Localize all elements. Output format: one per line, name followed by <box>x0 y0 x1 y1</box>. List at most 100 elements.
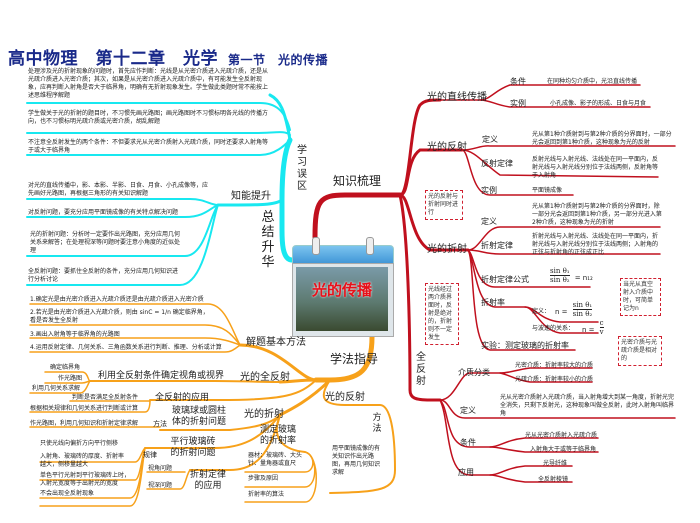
refl-example: 平面镜成像 <box>532 187 563 194</box>
center-topic[interactable]: 光的传播 <box>292 237 394 337</box>
mistake-item: 学生做关于光的折射的题目时，不习惯先画光路图；画光路图时不习惯标明各光线的传播方… <box>28 110 269 125</box>
refl-def-label: 定义 <box>482 135 498 144</box>
title-main: 高中物理 第十二章 光学 <box>8 49 218 69</box>
method-refraction-label: 光的折射 <box>244 409 284 420</box>
mistake-item: 处理涉及光的折射现象的问题时，首先应作判断：光线是从光密介质进入光疏介质，还是从… <box>28 68 269 99</box>
straight-cond: 在同种均匀介质中，光沿直线传播 <box>547 78 638 85</box>
note-simultaneous: 光的反射与折射同时进行 <box>425 190 463 220</box>
medium-item: 光疏介质：折射率较小的介质 <box>515 376 594 383</box>
formula-num: sin θ₁ <box>550 267 570 276</box>
total-def: 光从光密介质射入光疏介质，当入射角增大到某一角度，折射光完全消失，只剩下反射光，… <box>500 394 675 417</box>
basic-item: 4.运用反射定律、几何关系、三角函数关系进行判断、推理、分析或计算 <box>30 344 222 351</box>
mistakes-label: 学习误区 <box>297 145 307 192</box>
reflection-method-tag: 方法 <box>372 413 382 434</box>
total-def-label: 定义 <box>460 406 476 415</box>
refr-law: 折射光线与入射光线、法线处在同一平面内，折射光线与入射光线分别位于法线两侧；入射… <box>532 233 659 256</box>
total-app: 光导纤维 <box>543 460 568 467</box>
ref-item: 作光路图，利用几何知识和折射定律求解 <box>30 420 139 427</box>
refl-law-label: 反射定律 <box>481 159 513 168</box>
tr-item: 作光路图 <box>58 375 83 382</box>
refr-experiment: 实验：测定玻璃的折射率 <box>481 341 569 350</box>
ref-item: 只使光线向偏折方向平行侧移 <box>40 440 119 447</box>
basic-item: 3.画出入射角等于临界角的光路图 <box>30 331 120 338</box>
formula-rhs: = n₁₂ <box>574 274 593 282</box>
tr-sub-label: 全反射的应用 <box>155 393 210 403</box>
calendar-ring-icon <box>312 237 320 255</box>
ref-sub-label: 折射定律的应用 <box>189 470 226 491</box>
improve-item: 光的折射问题：分析时一定要作出光路图，充分应用几何关系来解答；在处理视深等问题时… <box>30 231 181 254</box>
note-reversible: 光线经过两介质界面时，反射是绝对的，折射则不一定发生 <box>425 283 459 345</box>
tr-item: 根据相关规律和几何关系进行判断或计算 <box>30 405 139 412</box>
basic-item: 2.若光是由光密介质进入光疏介质，则由 sinC = 1/n 确定临界角，看是否… <box>30 309 209 324</box>
title-section: 第一节 光的传播 <box>228 53 329 67</box>
note-vacuum: 当光从真空射入介质中时，可简单记为n <box>620 278 661 316</box>
ref-item: 器材：玻璃砖、大头针、量角器或直尺 <box>248 452 303 467</box>
speed-den: v <box>599 328 604 336</box>
index-speed-label: 与波速的关系： <box>532 325 575 332</box>
formula-den: sin θ₂ <box>550 276 570 284</box>
basic-item: 1.确定光是由光密介质进入光疏介质还是由光疏介质进入光密介质 <box>30 296 204 303</box>
method-reflection-label: 光的反射 <box>325 392 365 403</box>
total-cond: 入射角大于或等于临界角 <box>530 446 597 453</box>
ref-item: 入射角、玻璃砖的厚度、折射率越大，侧移量越大 <box>40 453 125 468</box>
note-relative: 光密介质与光疏介质是相对的 <box>618 336 662 366</box>
ref-item: 视角问题 <box>148 465 173 472</box>
method-tag: 方法 <box>153 420 167 428</box>
medium-item: 光密介质：折射率较大的介质 <box>515 362 594 369</box>
straight-cond-label: 条件 <box>510 77 526 86</box>
page-title: 高中物理 第十二章 光学第一节 光的传播 <box>8 44 328 69</box>
ref-item: 视深问题 <box>148 482 173 489</box>
refr-def: 光从第1种介质射到与第2种介质的分界面时，除一部分光会返回到第1种介质，另一部分… <box>532 203 662 226</box>
refraction-label: 光的折射 <box>427 244 467 255</box>
tr-item: 利用几何关系求解 <box>32 385 81 392</box>
reflection-label: 光的反射 <box>427 142 467 153</box>
total-app: 全反射棱镜 <box>538 476 569 483</box>
improve-label: 知能提升 <box>231 191 271 202</box>
mistake-item: 不注意全反射发生的两个条件：不但要求光从光密介质射入光疏介质，同时还要求入射角等… <box>28 139 269 154</box>
index-lhs: n = <box>555 308 568 316</box>
refl-example-label: 实例 <box>481 186 497 195</box>
improve-item: 对反射问题，要充分应用平面镜成像的有关特点解决问题 <box>28 209 179 216</box>
ref-item: 不会出现全反射现象 <box>40 490 95 497</box>
refl-def: 光从第1种介质射到与第2种介质的分界面时，一部分光会返回到第1种介质，这种现象为… <box>532 131 672 146</box>
straight-example: 小孔成像、影子的形成、日食与月食 <box>550 100 647 107</box>
total-cond-label: 条件 <box>460 438 476 447</box>
refr-law-label: 折射定律 <box>481 241 513 250</box>
straight-label: 光的直线传播 <box>427 92 487 103</box>
ref-sub-label: 玻璃球或圆柱体的折射问题 <box>172 406 227 427</box>
index-num: sin θ₁ <box>572 301 593 310</box>
refr-def-label: 定义 <box>481 217 497 226</box>
total-cond: 光从光密介质射入光疏介质 <box>525 432 598 439</box>
ref-sub-label: 测定玻璃的折射率 <box>259 425 296 446</box>
refr-index-label: 折射率 <box>481 298 505 307</box>
reflection-method-text: 用平面镜成像的有关知识作出光路图，再用几何知识求解 <box>332 445 381 476</box>
stones-image <box>296 267 388 331</box>
knowledge-label: 知识梳理 <box>333 174 382 188</box>
index-den: sin θ₂ <box>572 310 593 318</box>
ref-item: 单色平行光射到平行玻璃砖上时，入射光宽度等于出射光的宽度 <box>40 472 131 487</box>
speed-num: c <box>599 319 604 328</box>
ref-item: 折射率的算法 <box>248 491 285 498</box>
center-label: 光的传播 <box>311 281 372 299</box>
improve-item: 全反射问题：要抓住全反射的条件，充分应用几何知识进行分析讨论 <box>28 268 179 283</box>
improve-item: 对光的直线传播中，影、本影、半影、日食、月食、小孔成像等，应先画好光路图，再根据… <box>28 182 209 197</box>
total-app-label: 应用 <box>458 468 474 477</box>
refl-law: 反射光线与入射光线、法线处在同一平面内，反射光线与入射光线分别位于法线两侧，反射… <box>532 156 659 179</box>
summary-label: 总结升华 <box>261 210 275 270</box>
calendar-ring-icon <box>366 237 374 255</box>
tr-item: 确定临界角 <box>50 364 81 371</box>
calendar-header <box>292 245 394 265</box>
tr-sub-label: 利用全反射条件确定视角或视界 <box>98 371 225 381</box>
total-reflection-label: 光的全反射 <box>240 372 290 383</box>
total-label: 全反射 <box>416 352 426 387</box>
method-label: 学法指导 <box>330 352 379 366</box>
basic-method-label: 解题基本方法 <box>246 337 306 348</box>
tr-item: 判断是否满足全反射条件 <box>72 394 139 401</box>
refr-formula-label: 折射定律公式 <box>481 275 529 284</box>
medium-label: 介质分类 <box>458 368 490 377</box>
straight-example-label: 实例 <box>510 99 526 108</box>
